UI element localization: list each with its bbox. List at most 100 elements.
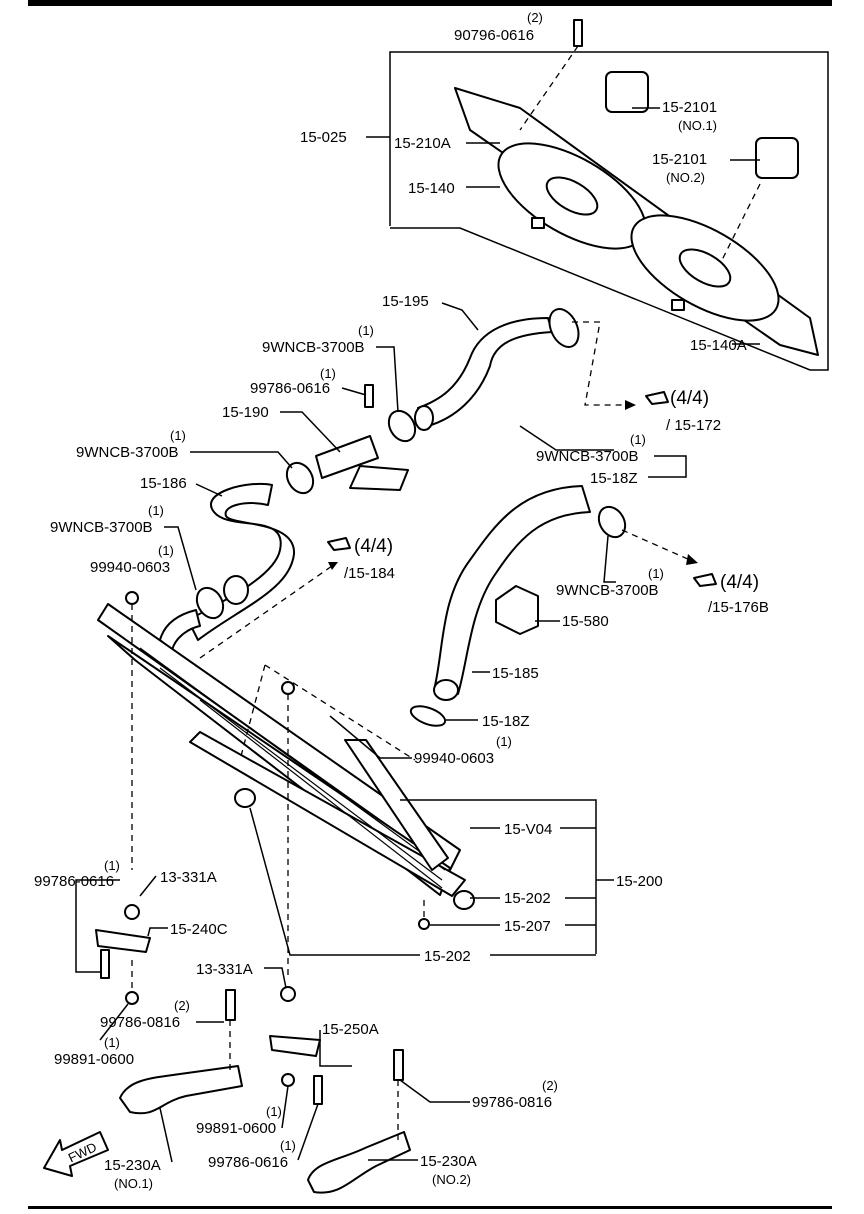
- reference-hand-icon: [645, 391, 669, 405]
- bottom-border: [28, 1206, 832, 1209]
- mounts: [95, 904, 411, 1194]
- fan-shroud-group: [389, 19, 829, 371]
- motor-2-dash: [721, 183, 761, 261]
- screw-90796: [573, 19, 583, 47]
- top-border: [28, 0, 832, 6]
- fan-motor-2: [755, 137, 799, 179]
- label-15-580: 15-580: [562, 613, 609, 630]
- lower-hose-15-185: [433, 485, 591, 695]
- label-15-202-right: 15-202: [504, 890, 551, 907]
- label-99891-0600-mid: 99891-0600: [196, 1120, 276, 1137]
- qty-99786-0816-left: (2): [174, 998, 190, 1013]
- note-15-230a-no2: (NO.2): [432, 1172, 471, 1187]
- label-15-195: 15-195: [382, 293, 429, 310]
- bolt-99786-0616-top: [364, 384, 374, 408]
- clip-1: [531, 217, 545, 229]
- label-15-v04: 15-V04: [504, 821, 552, 838]
- label-99940-0603-mid: 99940-0603: [414, 750, 494, 767]
- clip-15-580: [495, 585, 539, 635]
- hose-end-185: [433, 679, 459, 701]
- label-9wncb-c: 9WNCB-3700B: [50, 519, 153, 536]
- cushion-15-202-right: [453, 890, 475, 910]
- qty-99786-0616-mid: (1): [280, 1138, 296, 1153]
- qty-90796: (2): [527, 10, 543, 25]
- mount-13-331a-mid: [280, 986, 296, 1002]
- ref-4-4-a: (4/4): [670, 388, 709, 409]
- note-15-230a-no1: (NO.1): [114, 1176, 153, 1191]
- clamp-195-end: [548, 308, 580, 348]
- label-15-025: 15-025: [300, 129, 347, 146]
- reference-hand-icon: [327, 537, 351, 551]
- label-9wncb-e: 9WNCB-3700B: [556, 582, 659, 599]
- label-15-202-bottom: 15-202: [424, 948, 471, 965]
- label-15-18z-top: 15-18Z: [590, 470, 638, 487]
- label-15-240c: 15-240C: [170, 921, 228, 938]
- label-13-331a-left: 13-331A: [160, 869, 217, 886]
- mount-13-331a-left: [124, 904, 140, 920]
- drain-15-207: [418, 918, 430, 930]
- qty-99786-0816-right: (2): [542, 1078, 558, 1093]
- ref-15-184: /15-184: [344, 565, 395, 582]
- ref-15-172: / 15-172: [666, 417, 721, 434]
- clamps: [125, 308, 627, 727]
- hose-end-195: [414, 405, 434, 431]
- radiator-top-tank: [97, 603, 461, 871]
- label-99786-0616-left: 99786-0616: [34, 873, 114, 890]
- label-15-2101-no1: 15-2101: [662, 99, 717, 116]
- radiator-lower-tank: [189, 731, 466, 897]
- hoses: [159, 317, 591, 701]
- clip-2: [671, 299, 685, 311]
- ref-4-4-b: (4/4): [354, 536, 393, 557]
- nut-99940-0603-mid: [281, 681, 295, 695]
- bolt-99786-0616-left: [100, 949, 110, 979]
- ref-4-4-c: (4/4): [720, 572, 759, 593]
- clamp-15-18z: [409, 705, 447, 727]
- label-15-140: 15-140: [408, 180, 455, 197]
- fan-2-hub: [678, 248, 732, 288]
- cushion-15-202-bottom: [234, 788, 256, 808]
- qty-99891-0600-mid: (1): [266, 1104, 282, 1119]
- label-9wncb-d: 9WNCB-3700B: [536, 448, 639, 465]
- reference-hand-icon: [693, 573, 717, 587]
- label-99891-0600-left: 99891-0600: [54, 1051, 134, 1068]
- label-15-18z-bottom: 15-18Z: [482, 713, 530, 730]
- hose-end-186: [223, 575, 249, 605]
- fwd-arrow-icon: FWD: [43, 1131, 109, 1177]
- radiator-15-200: [97, 603, 475, 980]
- clamp-9wncb-c: [195, 586, 225, 620]
- bracket-15-230a-no1: [119, 1065, 243, 1115]
- qty-99786-0616-left: (1): [104, 858, 120, 873]
- label-15-185: 15-185: [492, 665, 539, 682]
- nut-99891-0600-left: [125, 991, 139, 1005]
- qty-9wncb-d: (1): [630, 432, 646, 447]
- elbow-hose: [159, 609, 201, 651]
- label-9wncb-b: 9WNCB-3700B: [76, 444, 179, 461]
- label-90796-0616: 90796-0616: [454, 27, 534, 44]
- clamp-9wncb-a: [387, 409, 417, 443]
- label-15-200: 15-200: [616, 873, 663, 890]
- upper-hose-15-195: [417, 317, 553, 427]
- qty-9wncb-e: (1): [648, 566, 664, 581]
- clamp-9wncb-b: [285, 461, 315, 495]
- group-box: [389, 51, 829, 371]
- qty-9wncb-c: (1): [148, 503, 164, 518]
- bolt-99786-0816-right: [393, 1049, 404, 1081]
- label-15-207: 15-207: [504, 918, 551, 935]
- fan-1-hub: [545, 176, 599, 216]
- nut-99891-0600-mid: [281, 1073, 295, 1087]
- bolt-99786-0616-mid: [313, 1075, 323, 1105]
- label-15-186: 15-186: [140, 475, 187, 492]
- nut-99940-0603-left: [125, 591, 139, 605]
- label-15-190: 15-190: [222, 404, 269, 421]
- bracket-15-230a-no2: [307, 1131, 411, 1194]
- note-15-2101-no1: (NO.1): [678, 118, 717, 133]
- label-99786-0616-top: 99786-0616: [250, 380, 330, 397]
- clamp-9wncb-d: [597, 505, 627, 539]
- label-15-210a: 15-210A: [394, 135, 451, 152]
- qty-99940-0603-mid: (1): [496, 734, 512, 749]
- label-15-230a-no2: 15-230A: [420, 1153, 477, 1170]
- label-99940-0603-left: 99940-0603: [90, 559, 170, 576]
- label-99786-0816-right: 99786-0816: [472, 1094, 552, 1111]
- bracket-15-250a: [269, 1035, 321, 1057]
- label-15-230a-no1: 15-230A: [104, 1157, 161, 1174]
